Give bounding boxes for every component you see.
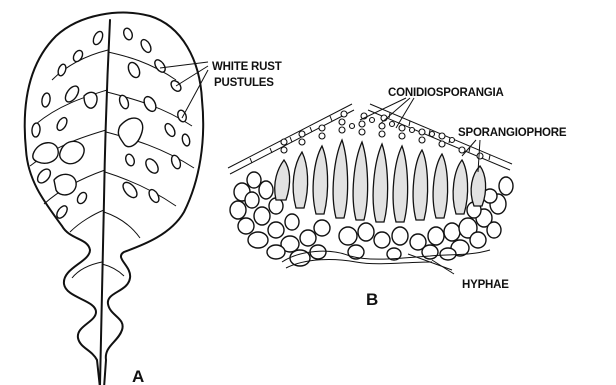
label-conidiosporangia: CONIDIOSPORANGIA <box>388 87 504 99</box>
label-white-rust-line2: PUSTULES <box>214 77 274 89</box>
sporangiophores <box>275 140 486 222</box>
leaf-midrib <box>100 20 110 385</box>
panel-label-b: B <box>366 290 378 309</box>
host-cells <box>230 172 513 266</box>
leaf-illustration <box>25 13 203 385</box>
leaf-blade <box>25 13 203 385</box>
ruptured-epidermis <box>228 104 512 174</box>
panel-label-a: A <box>132 367 144 385</box>
label-white-rust-line1: WHITE RUST <box>212 61 282 73</box>
label-hyphae: HYPHAE <box>462 279 509 291</box>
white-rust-pustules <box>31 27 191 220</box>
label-sporangiophore: SPORANGIOPHORE <box>458 127 567 139</box>
leaf-veins <box>30 50 194 278</box>
